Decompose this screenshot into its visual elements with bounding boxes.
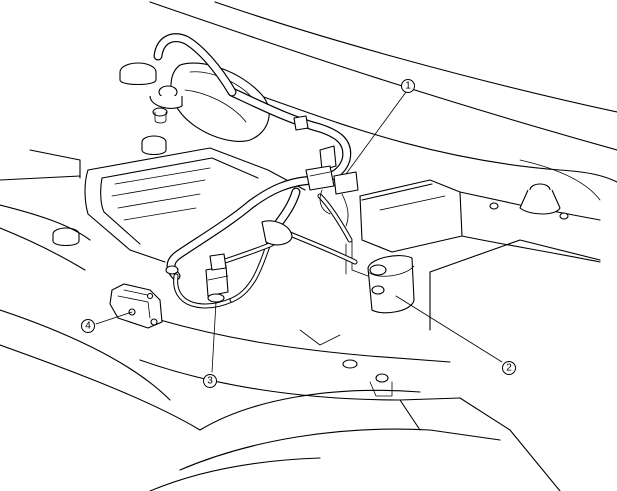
- callout-4: 4: [81, 319, 95, 333]
- callout-2: 2: [502, 361, 516, 375]
- vacuum-hoses: [153, 33, 358, 309]
- canister: [345, 239, 415, 314]
- callout-circle: [502, 361, 516, 375]
- callout-number: 2: [506, 363, 512, 374]
- purge-solenoid-valve: [293, 115, 359, 227]
- callout-circle: [81, 319, 95, 333]
- callout-circle: [401, 79, 415, 93]
- mounting-bracket: [109, 283, 163, 329]
- engine-cover: [52, 135, 306, 263]
- lower-chassis: [139, 319, 561, 491]
- leader-lines: [95, 91, 503, 373]
- callout-1: 1: [401, 79, 415, 93]
- vacuum-valve: [165, 220, 293, 303]
- right-bracket: [359, 179, 601, 331]
- left-fender: [0, 149, 201, 431]
- brake-booster: [119, 62, 270, 142]
- callout-number: 3: [207, 376, 213, 387]
- callout-circle: [203, 374, 217, 388]
- callout-3: 3: [203, 374, 217, 388]
- callout-number: 1: [405, 81, 411, 92]
- hood-outline: [149, 1, 617, 201]
- callout-number: 4: [85, 321, 91, 332]
